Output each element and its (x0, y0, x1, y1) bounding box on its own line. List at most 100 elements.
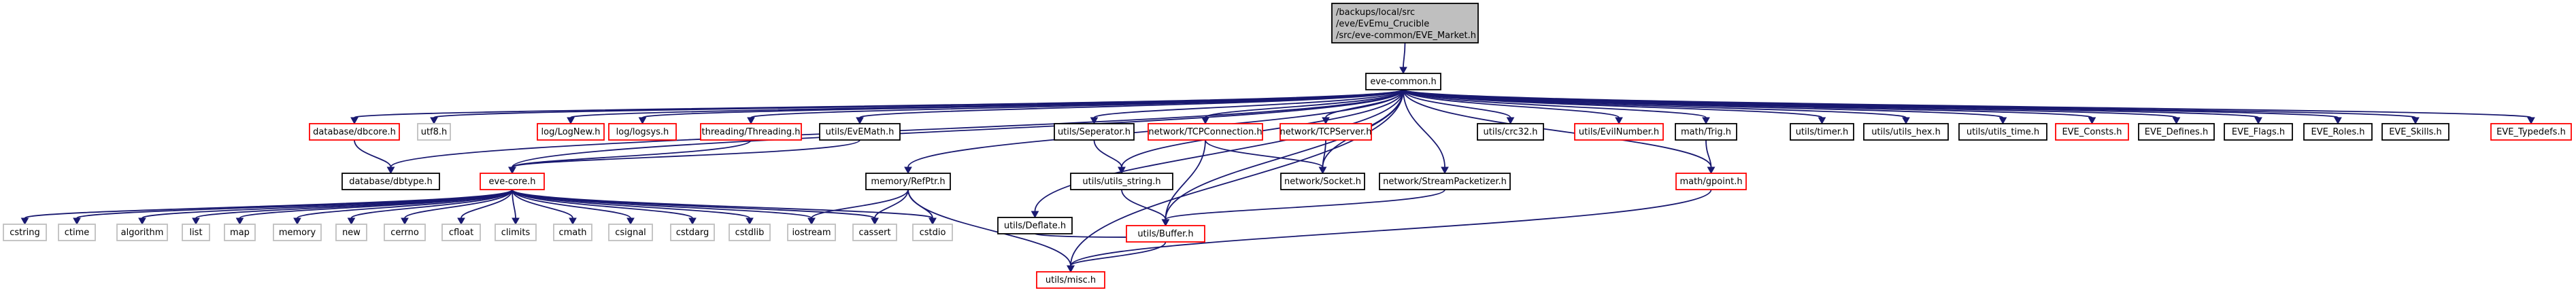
edge-eve-core-to-cstdio (512, 189, 933, 219)
edge-eve-common-to-eve-typedefs (1403, 89, 2532, 118)
edge-eve-common-to-utils-separator (1093, 89, 1404, 118)
edge-db-dbcore-to-db-dbtype (354, 139, 392, 168)
node-label: database/dbtype.h (349, 177, 433, 187)
edge-arrowhead (457, 217, 465, 226)
node-box (852, 224, 897, 241)
edge-arrowhead (2088, 117, 2096, 125)
node-box (1863, 123, 1949, 141)
root-node-label: /src/eve-common/EVE_Market.h (1336, 31, 1476, 41)
graph-node-iostream: iostream (787, 224, 836, 241)
edge-arrowhead (1118, 166, 1126, 175)
edge-arrowhead (2527, 117, 2535, 125)
graph-node-eve-skills[interactable]: EVE_Skills.h (2381, 123, 2449, 141)
graph-node-utils-string[interactable]: utils/utils_string.h (1070, 173, 1173, 190)
edge-eve-core-to-cfloat (461, 189, 513, 219)
edge-arrowhead (626, 217, 635, 226)
graph-node-net-tcpserver: network/TCPServer.h (1279, 123, 1372, 141)
edge-arrowhead (2254, 117, 2262, 125)
edge-arrowhead (871, 217, 879, 226)
node-box (1958, 123, 2047, 141)
node-label: memory/RefPtr.h (871, 177, 945, 187)
node-box (417, 123, 451, 141)
edge-arrowhead (192, 217, 200, 226)
edge-arrowhead (512, 217, 520, 226)
graph-edges (20, 42, 2535, 273)
edge-net-streampkt-to-utils-buffer (1165, 189, 1445, 220)
graph-node-net-socket[interactable]: network/Socket.h (1280, 173, 1365, 190)
node-box (2224, 123, 2293, 141)
graph-node-algorithm: algorithm (116, 224, 168, 241)
node-box (1574, 123, 1664, 141)
node-label: eve-core.h (489, 177, 536, 187)
edge-mem-refptr-to-cassert (874, 189, 909, 219)
edge-eve-core-to-memory (297, 189, 513, 219)
node-label: utils/utils_hex.h (1871, 127, 1941, 137)
root-node-box (1331, 3, 1479, 43)
node-label: utils/EvilNumber.h (1579, 127, 1659, 137)
node-label: math/gpoint.h (1679, 177, 1742, 187)
graph-node-ctime: ctime (58, 224, 96, 241)
graph-node-utils-hex[interactable]: utils/utils_hex.h (1863, 123, 1949, 141)
root-node-label: /backups/local/src (1336, 7, 1415, 18)
node-label: database/dbcore.h (313, 127, 396, 137)
node-label: EVE_Skills.h (2389, 127, 2442, 137)
node-box (670, 224, 715, 241)
edge-mem-refptr-to-cstdio (907, 189, 933, 219)
graph-node-utils-crc32[interactable]: utils/crc32.h (1477, 123, 1544, 141)
node-box (384, 224, 426, 241)
graph-node-eve-typedefs: EVE_Typedefs.h (2490, 123, 2572, 141)
node-box (1790, 123, 1854, 141)
node-box (1477, 123, 1544, 141)
node-label: map (230, 228, 250, 238)
graph-node-utils-timer[interactable]: utils/timer.h (1790, 123, 1854, 141)
edge-arrowhead (807, 217, 816, 226)
graph-node-utils-separator[interactable]: utils/Seperator.h (1054, 123, 1135, 141)
graph-node-eve-defines[interactable]: EVE_Defines.h (2138, 123, 2215, 141)
graph-node-utils-time[interactable]: utils/utils_time.h (1958, 123, 2047, 141)
graph-node-net-streampkt[interactable]: network/StreamPacketizer.h (1379, 173, 1511, 190)
node-box (1279, 123, 1372, 141)
node-box (1036, 271, 1105, 289)
edge-eve-core-to-cstdarg (512, 189, 693, 219)
graph-node-db-dbcore: database/dbcore.h (309, 123, 400, 141)
node-label: cstdlib (735, 228, 765, 238)
edge-arrowhead (569, 217, 577, 226)
node-box (2490, 123, 2572, 141)
node-box (1126, 225, 1205, 243)
node-box (116, 224, 168, 241)
graph-node-memory: memory (273, 224, 322, 241)
edge-arrowhead (1399, 67, 1407, 75)
graph-node-cstdlib: cstdlib (729, 224, 771, 241)
edge-eve-common-to-math-gpoint (1403, 89, 1712, 168)
graph-node-cassert: cassert (852, 224, 897, 241)
edge-eve-core-to-cstdlib (512, 189, 750, 219)
graph-node-eve-common[interactable]: eve-common.h (1365, 73, 1441, 90)
node-box (2055, 123, 2129, 141)
edge-arrowhead (430, 117, 438, 125)
graph-node-utils-deflate[interactable]: utils/Deflate.h (997, 217, 1073, 234)
graph-node-utils-evemath[interactable]: utils/EvEMath.h (819, 123, 901, 141)
node-box (273, 224, 322, 241)
graph-node-cfloat: cfloat (441, 224, 481, 241)
node-label: list (189, 228, 202, 238)
node-label: EVE_Defines.h (2145, 127, 2208, 137)
graph-nodes: /backups/local/src/eve/EvEmu_Crucible/sr… (3, 3, 2572, 289)
node-label: utils/Deflate.h (1004, 221, 1066, 231)
graph-node-math-trig[interactable]: math/Trig.h (1675, 123, 1737, 141)
graph-node-utils-evilnumber: utils/EvilNumber.h (1574, 123, 1664, 141)
graph-node-climits: climits (495, 224, 537, 241)
graph-node-eve-roles[interactable]: EVE_Roles.h (2303, 123, 2373, 141)
edge-eve-core-to-ctime (76, 189, 513, 219)
edge-arrowhead (904, 166, 912, 175)
graph-node-eve-flags[interactable]: EVE_Flags.h (2224, 123, 2293, 141)
edge-eve-core-to-new (350, 189, 513, 219)
node-label: climits (501, 228, 531, 238)
graph-node-mem-refptr[interactable]: memory/RefPtr.h (865, 173, 951, 190)
graph-node-db-dbtype[interactable]: database/dbtype.h (341, 173, 440, 190)
node-label: network/Socket.h (1284, 177, 1361, 187)
edge-mem-refptr-to-utils-misc (907, 189, 1071, 266)
edge-arrowhead (401, 217, 409, 226)
edge-arrowhead (746, 217, 754, 226)
node-box (58, 224, 96, 241)
node-box (1280, 173, 1365, 190)
